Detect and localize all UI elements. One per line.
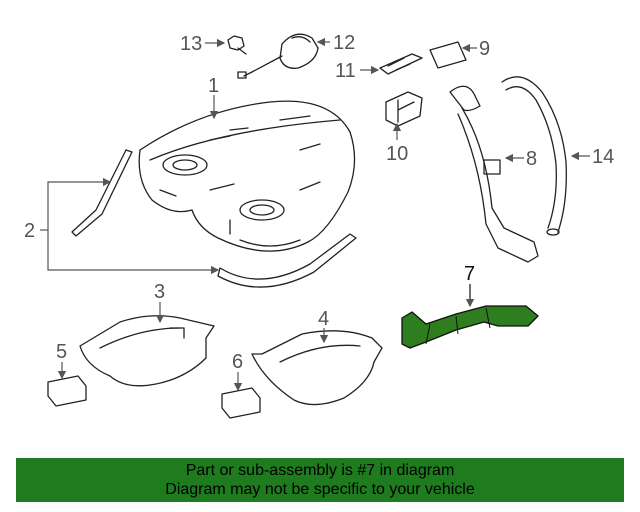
callout-7: 7	[464, 263, 475, 285]
callout-5: 5	[56, 341, 67, 363]
part-7-highlighted-bracket[interactable]	[401, 305, 539, 349]
part-4-shield	[251, 330, 383, 406]
part-9-pad	[429, 41, 467, 69]
part-2-straps	[71, 149, 357, 288]
callout-2: 2	[24, 220, 35, 242]
callout-8: 8	[526, 148, 537, 170]
part-8-filler-neck	[449, 85, 539, 263]
part-12-cap	[237, 33, 319, 79]
part-14-hose	[501, 76, 567, 236]
callout-10: 10	[386, 143, 408, 165]
callout-11: 11	[335, 60, 356, 82]
callout-9: 9	[479, 38, 490, 60]
part-1-fuel-tank	[138, 100, 356, 252]
part-11-bracket	[379, 53, 423, 75]
info-banner: Part or sub-assembly is #7 in diagram Di…	[16, 458, 624, 502]
callout-14: 14	[592, 146, 614, 168]
callout-13: 13	[180, 33, 202, 55]
callout-4: 4	[318, 308, 329, 330]
part-5-spacer	[47, 375, 87, 407]
part-6-spacer	[221, 387, 261, 419]
part-10-box	[385, 91, 423, 127]
banner-line-2: Diagram may not be specific to your vehi…	[165, 481, 475, 498]
callout-3: 3	[154, 281, 165, 303]
callout-12: 12	[333, 32, 355, 54]
part-13-bolt	[227, 35, 247, 55]
banner-line-1: Part or sub-assembly is #7 in diagram	[185, 462, 455, 479]
callout-1: 1	[208, 75, 219, 97]
part-3-shield	[79, 315, 215, 387]
callout-6: 6	[232, 351, 243, 373]
